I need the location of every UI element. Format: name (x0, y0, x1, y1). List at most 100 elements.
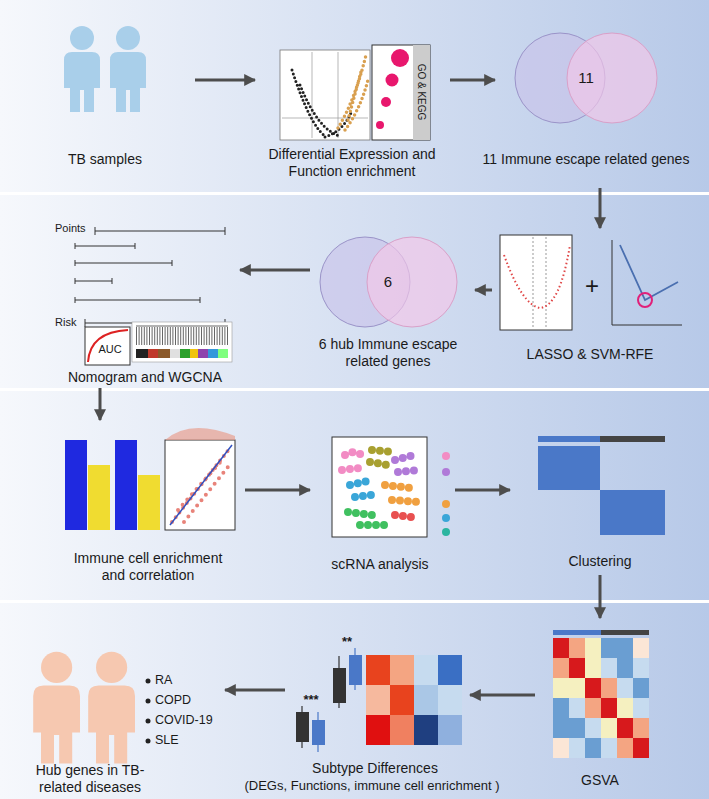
flow-arrow (195, 79, 255, 82)
flow-arrow (240, 269, 310, 272)
axis-label: Points (55, 222, 86, 235)
disease-item: SLE (155, 733, 179, 748)
cluster-heatmap (538, 446, 600, 490)
cluster-heatmap (600, 436, 665, 442)
nomogram-scales (75, 243, 135, 249)
umap-plot (442, 528, 450, 536)
wgcna-dendrogram (170, 349, 180, 358)
panel-band (0, 195, 709, 388)
flow-arrow (475, 289, 492, 292)
subtype-heatmap (414, 655, 438, 685)
gsva-heatmap (569, 638, 585, 658)
correlation-scatter (178, 458, 232, 522)
axis-label: AUC (98, 343, 121, 356)
subtype-heatmap (366, 715, 390, 745)
lasso-plot (533, 237, 546, 328)
subtype-heatmap (366, 685, 390, 715)
venn-step: 66 hub Immune escape related genes (310, 228, 475, 378)
step-caption: Subtype Differences (312, 760, 438, 777)
wgcna-dendrogram (218, 349, 228, 358)
panel-band (0, 391, 709, 600)
bullet-point (146, 719, 151, 724)
subtype-heatmap (366, 655, 390, 685)
gsva-heatmap (617, 738, 633, 758)
subtype-heatmap (390, 715, 414, 745)
wgcna-dendrogram (190, 349, 198, 358)
wgcna-dendrogram (208, 349, 218, 358)
subtype-step: *****Subtype Differences(DEGs, Functions… (285, 625, 470, 795)
person-icon (41, 652, 72, 683)
step-caption: Hub genes in TB-related diseases (20, 762, 160, 796)
correlation-scatter (165, 428, 235, 440)
cluster-heatmap (538, 436, 665, 535)
roc-curve (88, 330, 128, 362)
step-caption: Clustering (568, 553, 631, 570)
person-icon (96, 652, 127, 683)
gsva-heatmap (585, 718, 601, 738)
enrichment-bubble-plot (381, 97, 391, 107)
venn-count: 11 (578, 69, 594, 87)
step-caption: TB samples (68, 151, 142, 168)
lasso-plot (500, 235, 572, 330)
person-icon (70, 26, 94, 50)
flow-arrow (455, 489, 510, 492)
gsva-heatmap (601, 678, 617, 698)
svm-rfe-plot (612, 240, 682, 325)
step-caption: Nomogram and WGCNA (68, 369, 222, 386)
enrichment-bubble-plot (386, 74, 399, 87)
bar-chart (65, 440, 87, 530)
umap-plot (395, 515, 418, 518)
clustering-step: Clustering (510, 428, 680, 575)
flow-arrow (99, 388, 102, 420)
svm-rfe-plot (620, 245, 678, 300)
flow-arrow (599, 575, 602, 618)
step-caption: 11 Immune escape related genes (483, 151, 690, 168)
nomogram-scales (75, 260, 172, 266)
model-step: +LASSO & SVM-RFE (492, 228, 687, 368)
gsva-heatmap (633, 638, 649, 658)
subtype-heatmap (438, 655, 462, 685)
step-caption: LASSO & SVM-RFE (527, 346, 654, 363)
significance-mark: *** (303, 692, 318, 708)
scrna-step: scRNA analysis (310, 428, 455, 578)
flow-arrow (245, 489, 310, 492)
person-icon (88, 652, 135, 764)
volcano-plot (338, 55, 368, 130)
flow-arrow (470, 694, 535, 697)
disease-item: COVID-19 (155, 713, 213, 728)
gsva-heatmap (553, 630, 649, 758)
subtype-heatmap (390, 655, 414, 685)
gsva-heatmap (569, 718, 585, 738)
gsva-heatmap (569, 698, 585, 718)
enrichment-bubble-plot (391, 49, 409, 67)
gsva-heatmap (601, 658, 617, 678)
bar-chart (88, 465, 110, 530)
gsva-heatmap (585, 678, 601, 698)
svm-rfe-plot (612, 240, 682, 325)
bar-chart (115, 440, 137, 530)
correlation-scatter (165, 428, 235, 530)
gsva-heatmap (585, 698, 601, 718)
correlation-scatter (170, 445, 232, 525)
wgcna-dendrogram (148, 349, 158, 358)
roc-curve (85, 327, 130, 365)
flow-arrow (225, 689, 285, 692)
subtype-heatmap (414, 715, 438, 745)
box-plot (296, 712, 309, 742)
step-caption: 6 hub Immune escape related genes (313, 336, 463, 370)
subtype-heatmap (438, 685, 462, 715)
gsva-heatmap (585, 658, 601, 678)
subtype-heatmap (390, 685, 414, 715)
umap-plot (442, 500, 450, 508)
step-caption: scRNA analysis (331, 556, 428, 573)
umap-plot (332, 437, 427, 537)
venn-diagram (567, 33, 657, 123)
umap-plot (342, 452, 365, 470)
umap-plot (370, 450, 392, 465)
bar-chart (65, 440, 160, 530)
significance-mark: ** (342, 634, 352, 650)
gsva-heatmap (617, 678, 633, 698)
enrichment-bubble-plot (372, 45, 430, 140)
